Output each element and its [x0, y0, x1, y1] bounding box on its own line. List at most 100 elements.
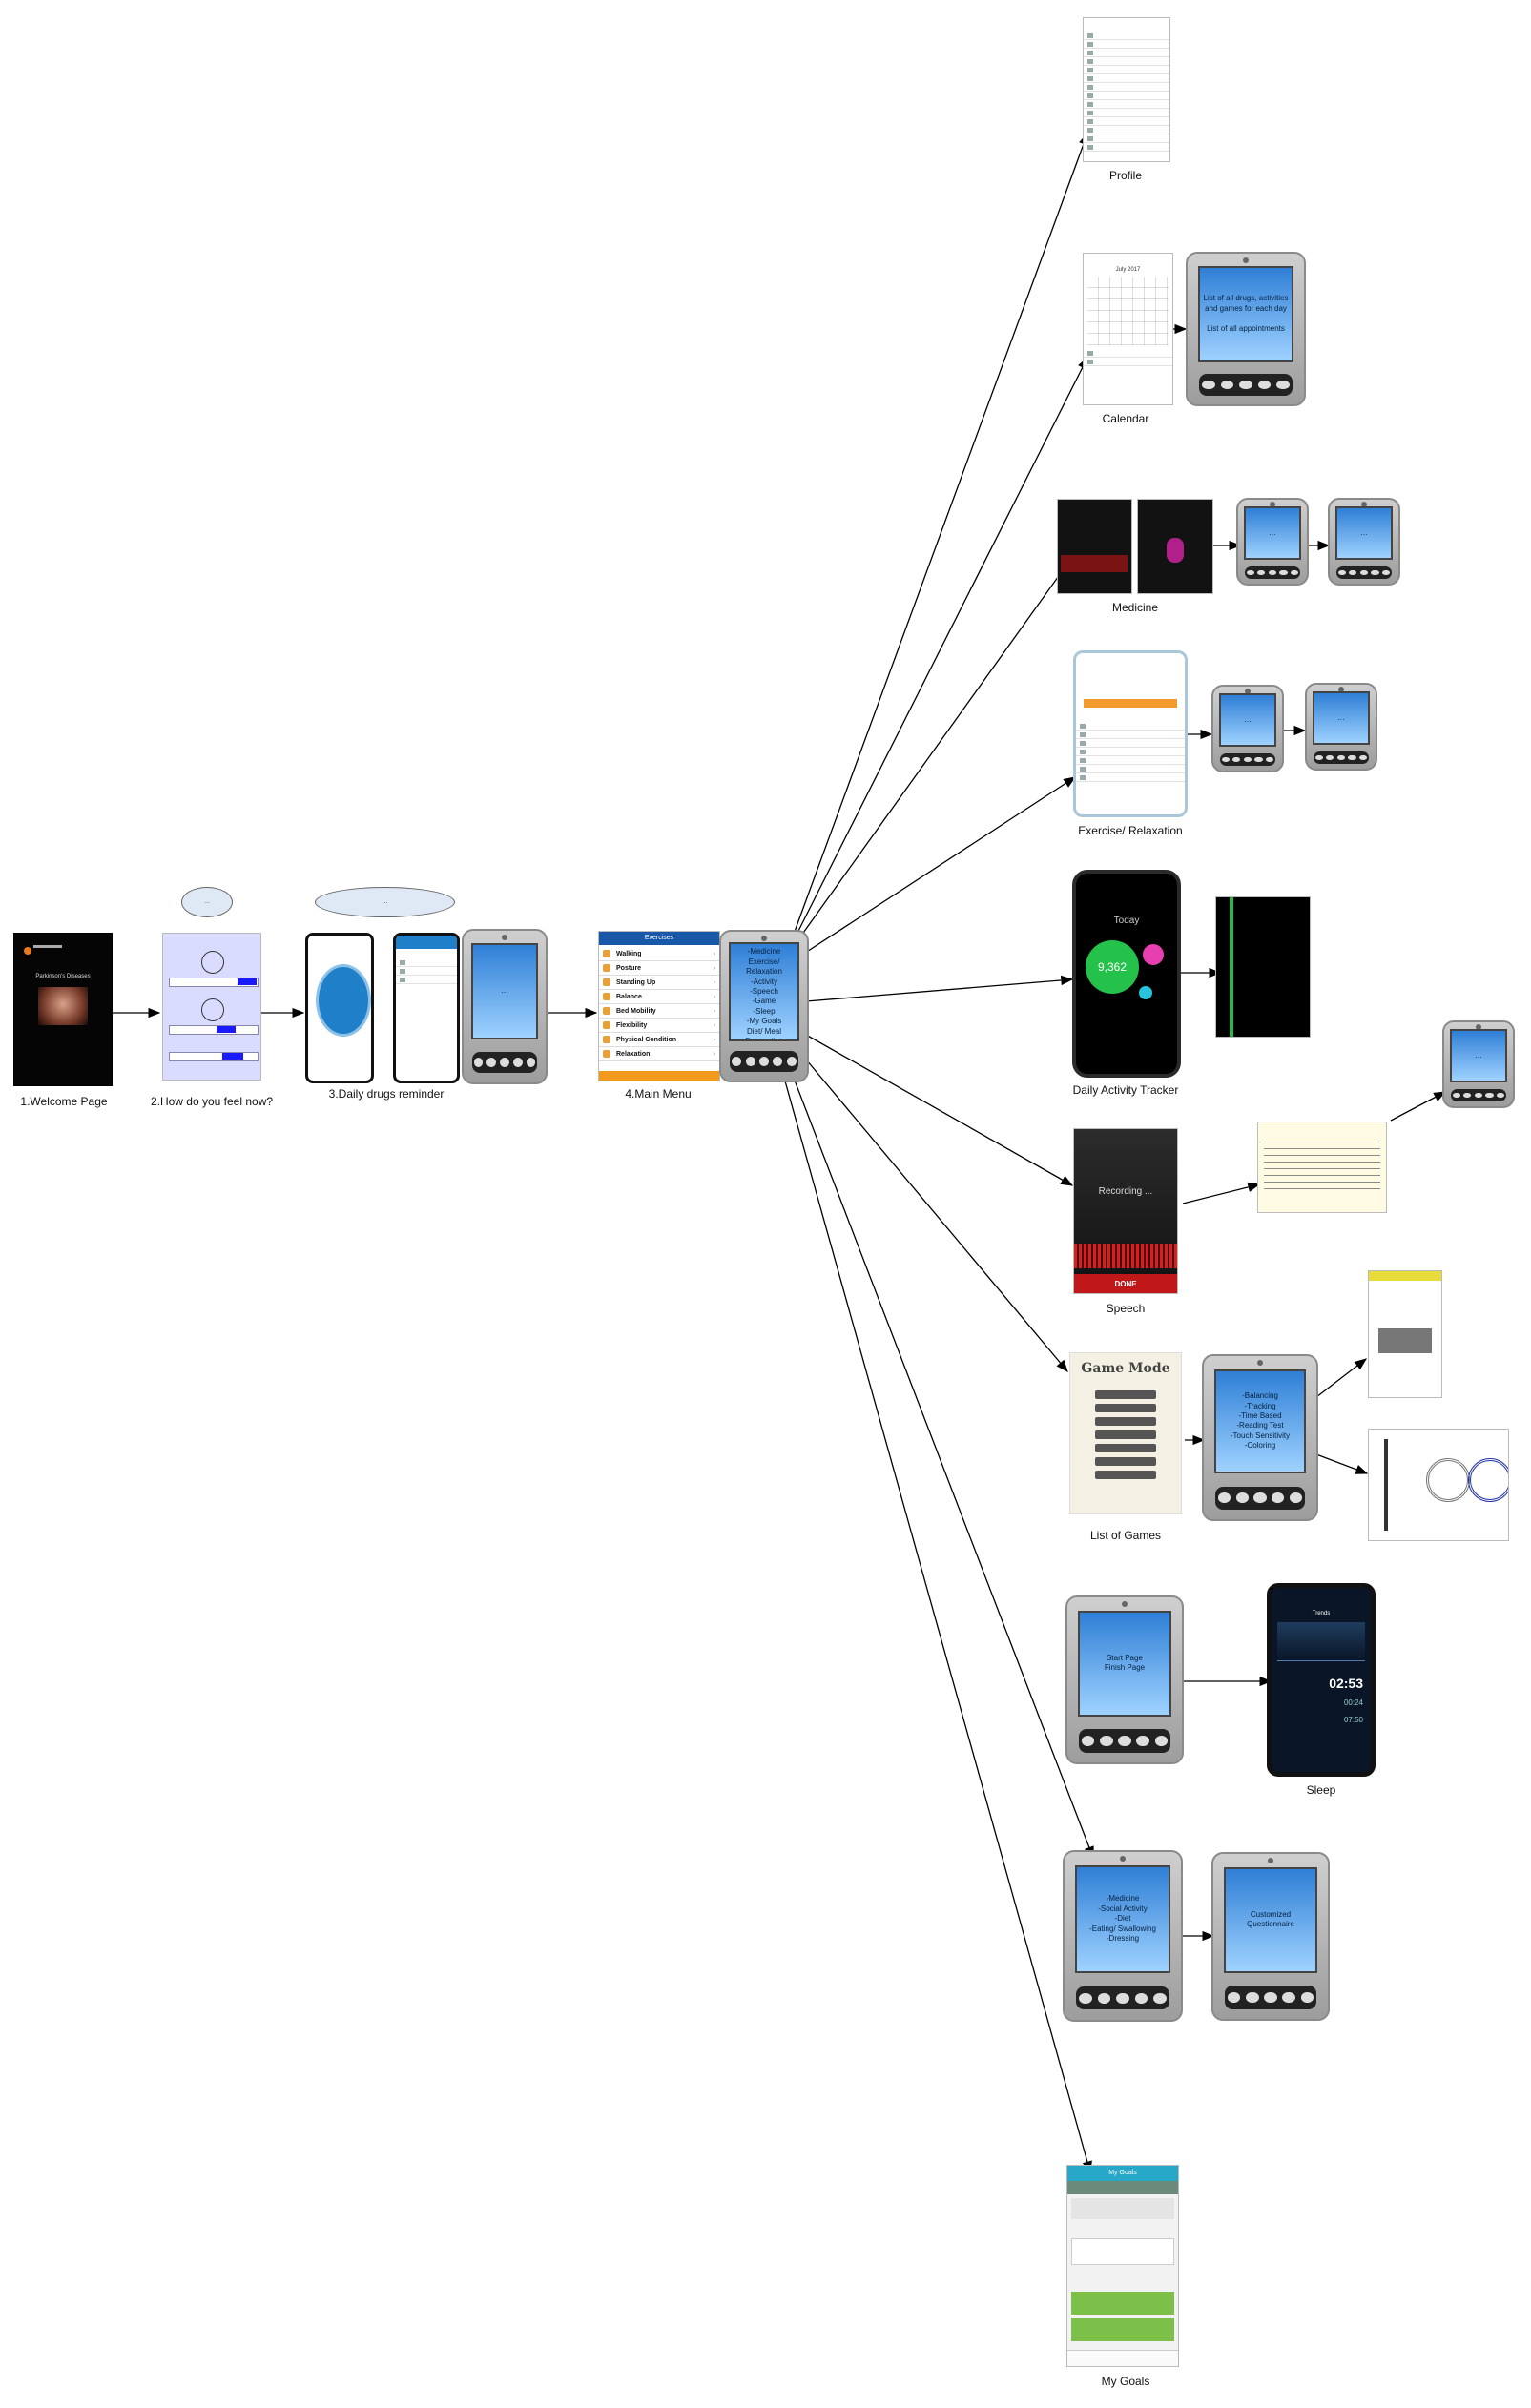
caption-profile: Profile — [1108, 169, 1142, 182]
profile-row — [1084, 100, 1169, 109]
drug-row — [396, 958, 457, 967]
calendar-event — [1084, 358, 1172, 366]
games-phone: -Balancing -Tracking -Time Based -Readin… — [1202, 1354, 1318, 1521]
profile-row — [1084, 66, 1169, 74]
pill-wheel — [316, 964, 371, 1037]
caption-medicine: Medicine — [1111, 601, 1159, 614]
game-button[interactable] — [1095, 1390, 1156, 1399]
drugs-phone: … — [462, 929, 548, 1084]
calendar-phone-screen: List of all drugs, activities and games … — [1197, 265, 1294, 362]
customized-questionnaire-phone: Customized Questionnaire — [1211, 1852, 1330, 2021]
medicine-phone-1: … — [1236, 498, 1309, 586]
menu-item-balance[interactable]: Balance — [599, 990, 719, 1004]
main-menu-screen: Exercises Walking Posture Standing Up Ba… — [598, 931, 720, 1081]
caption-welcome: 1.Welcome Page — [20, 1095, 108, 1108]
steps-bubble: 9,362 — [1086, 940, 1139, 994]
spiral-1 — [1426, 1458, 1470, 1502]
game-button[interactable] — [1095, 1417, 1156, 1426]
menu-item-walking[interactable]: Walking — [599, 947, 719, 961]
thought-cloud-feel: … — [181, 887, 233, 917]
drugs-screen-1 — [305, 933, 374, 1083]
caption-main-menu: 4.Main Menu — [625, 1087, 692, 1101]
caption-feel: 2.How do you feel now? — [150, 1095, 274, 1108]
recording-label: Recording ... — [1098, 1186, 1153, 1197]
game-button[interactable] — [1095, 1457, 1156, 1466]
menu-item-physical-condition[interactable]: Physical Condition — [599, 1033, 719, 1047]
activity-screen: Today 9,362 — [1072, 870, 1181, 1078]
profile-row — [1084, 117, 1169, 126]
my-goals-screen: My Goals — [1066, 2165, 1179, 2367]
timeline-bar — [1230, 897, 1233, 1037]
game-screenshot-1 — [1368, 1270, 1442, 1398]
rating-bar-1-selected[interactable] — [238, 978, 257, 985]
medicine-phone-1-screen: … — [1244, 506, 1301, 561]
sleep-screen: Trends 02:53 00:24 07:50 — [1267, 1583, 1376, 1777]
calendar-month: July 2017 — [1115, 267, 1141, 273]
activity-bubble-cyan — [1139, 986, 1152, 999]
exercise-phone-2-screen: … — [1313, 691, 1370, 746]
speech-text-lines — [1264, 1136, 1380, 1193]
goal-card-green[interactable] — [1071, 2292, 1174, 2315]
menu-item-bed-mobility[interactable]: Bed Mobility — [599, 1004, 719, 1019]
rating-bar-2-selected[interactable] — [217, 1026, 236, 1033]
game-button[interactable] — [1095, 1444, 1156, 1452]
welcome-page-screen: Parkinson's Diseases — [13, 933, 113, 1086]
game-mode-title: Game Mode — [1081, 1361, 1170, 1376]
sleep-phone: Start Page Finish Page — [1065, 1595, 1184, 1764]
caption-calendar: Calendar — [1102, 412, 1149, 425]
menu-item-posture[interactable]: Posture — [599, 961, 719, 976]
drugs-header — [396, 936, 457, 949]
pill-icon — [1167, 538, 1184, 563]
profile-row — [1084, 126, 1169, 134]
menu-item-standing-up[interactable]: Standing Up — [599, 976, 719, 990]
app-logo — [24, 947, 31, 955]
customized-questionnaire-screen: Customized Questionnaire — [1223, 1866, 1318, 1973]
profile-row — [1084, 83, 1169, 92]
speech-text-screen — [1257, 1122, 1387, 1213]
game-button[interactable] — [1095, 1404, 1156, 1412]
game-button[interactable] — [1095, 1471, 1156, 1479]
caption-goals: My Goals — [1101, 2375, 1150, 2388]
sleep-phone-screen: Start Page Finish Page — [1077, 1610, 1172, 1717]
medicine-screen-2 — [1137, 499, 1213, 594]
rating-bar-2 — [169, 1025, 259, 1035]
caption-activity: Daily Activity Tracker — [1072, 1083, 1179, 1097]
sleep-time-2: 00:24 — [1343, 1698, 1363, 1707]
game-list — [1070, 1386, 1181, 1479]
exercise-row — [1076, 722, 1185, 731]
game-image — [1378, 1328, 1432, 1353]
hands-image — [38, 987, 88, 1025]
profile-row — [1084, 49, 1169, 57]
goals-activity-band — [1067, 2181, 1178, 2194]
profile-row — [1084, 40, 1169, 49]
main-menu-header: Exercises — [599, 932, 719, 945]
speech-phone: … — [1442, 1020, 1515, 1108]
logo-text — [33, 945, 62, 948]
game-screenshot-2 — [1368, 1429, 1509, 1541]
rating-bar-3-selected[interactable] — [222, 1053, 243, 1060]
medicine-alert — [1061, 555, 1128, 572]
exercise-row — [1076, 756, 1185, 765]
drugs-screen-2 — [393, 933, 460, 1083]
goal-card-green[interactable] — [1071, 2318, 1174, 2341]
games-phone-screen: -Balancing -Tracking -Time Based -Readin… — [1213, 1369, 1307, 1474]
main-menu-phone-screen: -Profile -Calendar -Medicine Exercise/ R… — [729, 941, 799, 1042]
waveform — [1074, 1244, 1177, 1268]
menu-item-relaxation[interactable]: Relaxation — [599, 1047, 719, 1061]
caption-sleep: Sleep — [1306, 1783, 1336, 1797]
menu-item-flexibility[interactable]: Flexibility — [599, 1019, 719, 1033]
exercise-row — [1076, 765, 1185, 773]
sleep-duration: 02:53 — [1329, 1676, 1363, 1691]
done-button[interactable]: DONE — [1074, 1274, 1177, 1293]
exercise-row — [1076, 739, 1185, 748]
game-button[interactable] — [1095, 1430, 1156, 1439]
calendar-screen: July 2017 — [1083, 253, 1173, 405]
profile-row — [1084, 92, 1169, 100]
profile-screen — [1083, 17, 1170, 162]
main-menu-phone: -Profile -Calendar -Medicine Exercise/ R… — [719, 930, 809, 1082]
profile-row — [1084, 134, 1169, 143]
caption-drugs: 3.Daily drugs reminder — [328, 1087, 445, 1101]
goal-card[interactable] — [1071, 2238, 1174, 2265]
profile-row — [1084, 109, 1169, 117]
caption-speech: Speech — [1106, 1302, 1146, 1315]
